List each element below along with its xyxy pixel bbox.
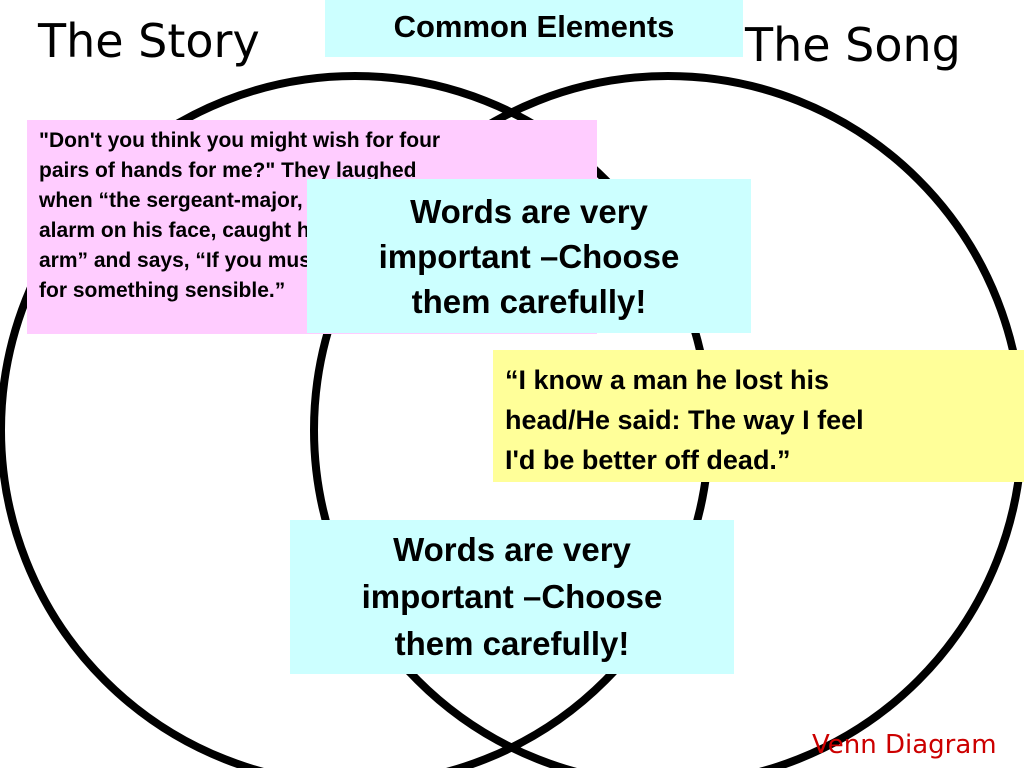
common-element-line: them carefully!: [411, 283, 647, 320]
common-element-line: important –Choose: [361, 578, 663, 615]
song-quote-line: head/He said: The way I feel: [505, 405, 864, 435]
song-quote-line: “I know a man he lost his: [505, 365, 830, 395]
story-quote-line: for something sensible.”: [39, 279, 286, 302]
common-elements-title: Common Elements: [325, 0, 743, 57]
song-quote-box: “I know a man he lost his head/He said: …: [493, 350, 1024, 482]
song-quote-line: I'd be better off dead.”: [505, 445, 791, 475]
common-element-box-bottom: Words are very important –Choose them ca…: [290, 520, 734, 674]
venn-diagram-label: Venn Diagram: [812, 730, 997, 760]
common-element-box-top: Words are very important –Choose them ca…: [307, 179, 751, 333]
song-heading: The Song: [745, 18, 961, 72]
story-heading: The Story: [38, 14, 260, 68]
common-element-line: Words are very: [393, 531, 631, 568]
story-quote-line: pairs of hands for me?" They laughed: [39, 159, 417, 182]
story-quote-line: "Don't you think you might wish for four: [39, 129, 441, 152]
common-element-line: important –Choose: [378, 238, 680, 275]
common-element-line: Words are very: [410, 193, 648, 230]
common-element-line: them carefully!: [394, 625, 630, 662]
